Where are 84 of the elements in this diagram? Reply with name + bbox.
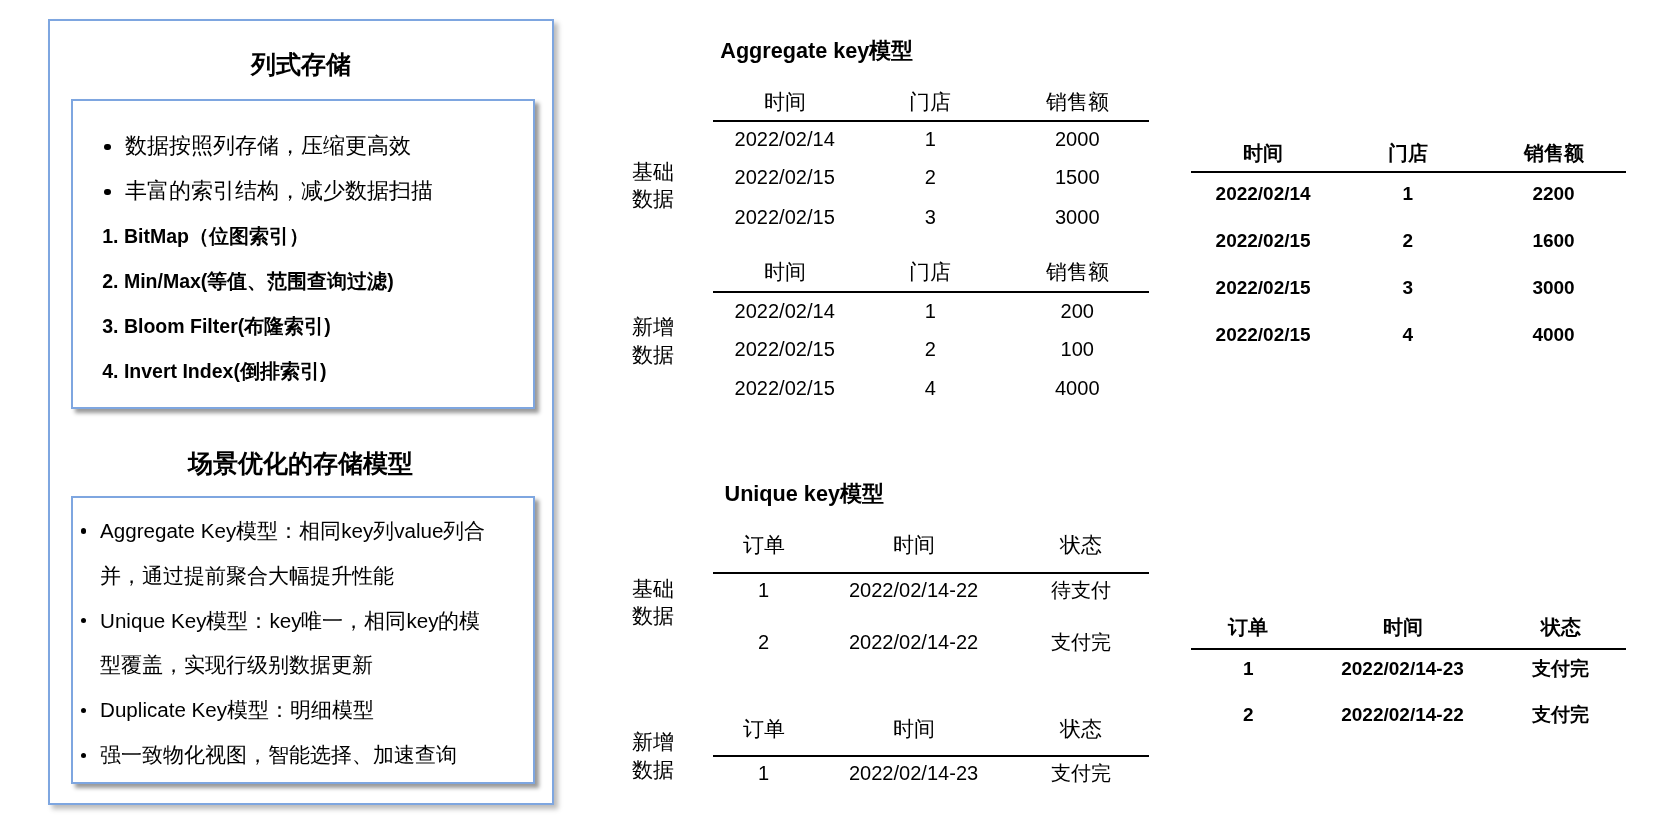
- table-cell: 2: [924, 165, 936, 189]
- row-group-label: 新增数据: [631, 313, 675, 368]
- table-cell-text: 待支付: [1051, 577, 1112, 603]
- table-cell: 1: [1402, 183, 1414, 206]
- table-cell: 2022/02/14: [1215, 183, 1311, 206]
- table-cell: 200: [1060, 299, 1094, 322]
- table-cell: 2022/02/15: [734, 165, 835, 189]
- table-cell: 1500: [1054, 165, 1100, 189]
- table-title: Aggregate key模型: [720, 36, 914, 65]
- table-cell: 4: [1402, 323, 1414, 346]
- numbered-item: 2. Min/Max(等值、范围查询过滤): [102, 269, 395, 294]
- column-header: 时间: [763, 89, 806, 116]
- table-title: Unique key模型: [724, 479, 884, 508]
- table-cell: 2: [1243, 704, 1254, 726]
- numbered-item: 3. Bloom Filter(布隆索引): [102, 313, 332, 339]
- column-header: 状态: [1060, 531, 1103, 558]
- table-cell: 2: [1402, 229, 1414, 252]
- table-cell: 2022/02/14: [734, 299, 835, 322]
- table-cell: 2022/02/15: [734, 376, 835, 400]
- table-cell: 1600: [1532, 229, 1575, 252]
- row-group-label: 基础数据: [631, 575, 675, 629]
- column-header: 时间: [892, 715, 935, 742]
- table-cell: 3000: [1532, 277, 1575, 300]
- text-box: [70, 496, 536, 784]
- column-header: 门店: [909, 89, 952, 116]
- table-cell: 1: [924, 299, 936, 322]
- table-cell: 2: [924, 337, 936, 360]
- row-group-label: 新增数据: [631, 728, 675, 783]
- bullet-item: 丰富的索引结构，减少数据扫描: [102, 169, 513, 215]
- table-cell-text: 支付完: [1532, 656, 1590, 681]
- table-cell: 2022/02/15: [734, 337, 835, 360]
- column-header: 销售额: [1045, 89, 1109, 116]
- table-cell: 2022/02/14-22: [848, 578, 979, 602]
- column-header: 订单: [742, 715, 785, 742]
- table-cell: 4000: [1054, 376, 1100, 400]
- table-cell: 2022/02/14: [734, 127, 835, 151]
- column-header: 销售额: [1045, 259, 1109, 286]
- bullet-item: 数据按照列存储，压缩更高效: [102, 124, 513, 170]
- table-cell: 2022/02/14-23: [1341, 657, 1464, 680]
- table-cell-text: 支付完: [1532, 703, 1590, 727]
- bullet-item: Aggregate Key模型：相同key列value列合并，通过提前聚合大幅提升性能: [78, 508, 496, 599]
- table-cell: 4000: [1532, 323, 1575, 346]
- column-header: 销售额: [1523, 140, 1584, 166]
- column-header: 时间: [763, 259, 806, 286]
- table-cell: 2: [758, 630, 770, 654]
- table-cell: 100: [1060, 337, 1094, 360]
- table-cell: 4: [924, 376, 936, 400]
- table-cell-text: 支付完: [1051, 760, 1112, 786]
- table-cell: 1: [924, 127, 936, 151]
- column-header: 订单: [1228, 614, 1269, 640]
- table-cell: 2022/02/15: [734, 205, 835, 228]
- table-cell-text: 支付完: [1051, 629, 1112, 655]
- numbered-item: 1. BitMap（位图索引）: [102, 224, 310, 250]
- column-header: 时间: [1243, 140, 1284, 166]
- table-cell: 1: [1243, 657, 1254, 680]
- panel-box: [47, 19, 555, 805]
- column-header: 门店: [909, 259, 952, 286]
- column-header: 状态: [1060, 715, 1103, 742]
- column-header: 门店: [1387, 140, 1428, 166]
- table-cell: 2022/02/14-22: [848, 630, 979, 654]
- column-header: 状态: [1540, 614, 1581, 640]
- table-cell: 2000: [1054, 127, 1100, 151]
- heading: 列式存储: [249, 49, 352, 81]
- row-group-label: 基础数据: [631, 158, 675, 212]
- table-cell: 2022/02/14-23: [848, 761, 979, 785]
- table-cell: 1: [758, 761, 770, 785]
- table-cell: 2022/02/14-22: [1341, 704, 1464, 726]
- numbered-item: 4. Invert Index(倒排索引): [102, 358, 328, 384]
- bullet-item: Duplicate Key模型：明细模型: [78, 688, 496, 734]
- table-cell: 1: [758, 578, 770, 602]
- table-cell: 2200: [1532, 183, 1575, 206]
- table-cell: 3: [924, 205, 936, 228]
- table-cell: 2022/02/15: [1215, 229, 1311, 252]
- heading: 场景优化的存储模型: [186, 447, 415, 479]
- table-cell: 3: [1402, 277, 1414, 300]
- table-cell: 3000: [1054, 205, 1100, 228]
- bullet-item: 强一致物化视图，智能选择、加速查询: [78, 733, 496, 779]
- column-header: 订单: [742, 531, 785, 558]
- column-header: 时间: [892, 531, 935, 558]
- column-header: 时间: [1382, 614, 1423, 640]
- bullet-item: Unique Key模型：key唯一，相同key的模型覆盖，实现行级别数据更新: [78, 598, 496, 689]
- text-box: [70, 99, 536, 409]
- table-cell: 2022/02/15: [1215, 277, 1311, 300]
- table-cell: 2022/02/15: [1215, 323, 1311, 346]
